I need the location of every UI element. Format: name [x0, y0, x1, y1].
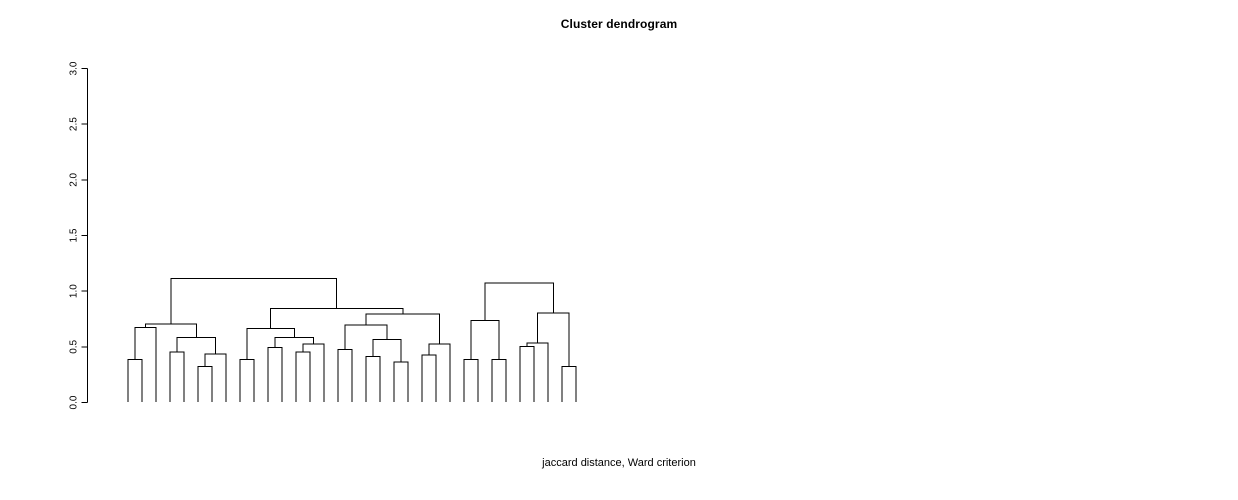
- dendrogram-branch: [428, 343, 451, 402]
- dendrogram-branch: [561, 365, 577, 402]
- dendrogram-branches: [127, 277, 577, 402]
- dendrogram-branch: [491, 359, 507, 402]
- dendrogram-branch: [239, 359, 255, 402]
- dendrogram-branch: [484, 282, 554, 321]
- x-axis-caption: jaccard distance, Ward criterion: [542, 457, 696, 469]
- y-axis-tick-label: 0.5: [69, 339, 80, 353]
- dendrogram-branch: [274, 336, 314, 348]
- dendrogram-branch: [537, 312, 570, 367]
- dendrogram-branch: [169, 351, 185, 402]
- dendrogram-branch: [267, 346, 283, 402]
- dendrogram-branch: [197, 365, 213, 402]
- y-axis-tick-label: 1.0: [69, 284, 80, 298]
- dendrogram-branch: [302, 343, 325, 402]
- dendrogram-branch: [134, 326, 157, 402]
- dendrogram-branch: [526, 342, 549, 402]
- dendrogram-branch: [519, 345, 535, 402]
- dendrogram-branch: [170, 277, 338, 325]
- dendrogram-branch: [344, 324, 388, 350]
- dendrogram-branch: [145, 323, 197, 338]
- dendrogram-branch: [204, 353, 227, 402]
- y-axis-tick-label: 1.5: [69, 228, 80, 242]
- y-axis-tick-label: 0.0: [69, 395, 80, 409]
- page-title: Cluster dendrogram: [560, 17, 678, 31]
- dendrogram-branch: [463, 359, 479, 402]
- dendrogram-branch: [421, 354, 437, 402]
- y-axis-tick-label: 2.0: [69, 172, 80, 186]
- dendrogram-branch: [337, 349, 353, 402]
- dendrogram-branch: [393, 361, 409, 402]
- dendrogram-branch: [295, 351, 311, 402]
- dendrogram-branch: [372, 339, 402, 362]
- dendrogram-branch: [470, 320, 500, 360]
- dendrogram-branch: [127, 359, 143, 402]
- y-axis-tick-label: 3.0: [69, 61, 80, 75]
- y-axis-tick-label: 2.5: [69, 117, 80, 131]
- dendrogram-branch: [365, 355, 381, 402]
- dendrogram-branch: [246, 328, 295, 360]
